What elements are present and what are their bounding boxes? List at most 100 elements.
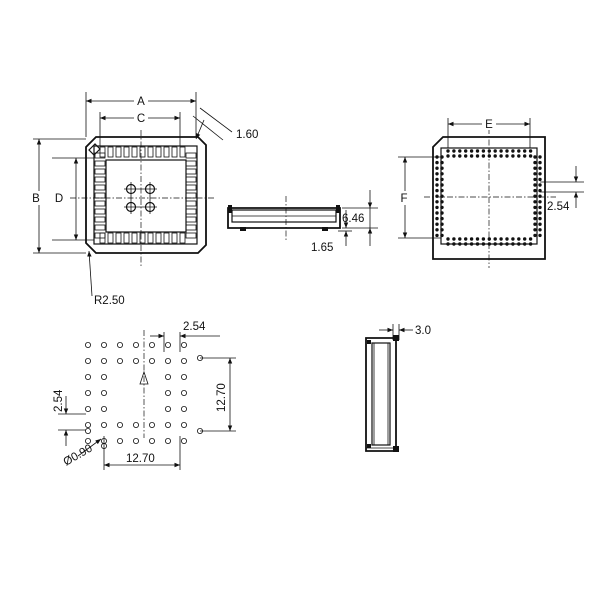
pin-slot-right (185, 184, 197, 191)
pcb-hole (85, 389, 92, 396)
pin-dot (493, 154, 497, 158)
pcb-hole (101, 421, 108, 428)
pin-slot-bottom (123, 232, 130, 244)
pin-dot (458, 154, 462, 158)
center-holes (124, 182, 157, 214)
pin-slot-bottom (163, 232, 170, 244)
pcb-hole (132, 437, 139, 444)
pin-dot (533, 205, 537, 210)
pin-dot (452, 237, 456, 241)
pcb-hole (148, 421, 155, 428)
pin-dot (517, 237, 521, 241)
pin-dot (481, 237, 486, 241)
pin-dot (533, 211, 537, 215)
pin-slot-left (94, 232, 106, 239)
pin-dot (538, 228, 542, 232)
pcb-hole (164, 373, 171, 380)
pin-dot (533, 200, 537, 204)
pin-dot (440, 222, 444, 226)
pin-dot (452, 154, 456, 158)
pin-dot (523, 149, 527, 153)
top-view-pin-slots (94, 146, 197, 244)
pin-slot-left (94, 216, 106, 223)
pin-dot (493, 237, 497, 241)
pin-slot-left (94, 224, 106, 231)
pin-dot (493, 242, 497, 246)
pin-slot-right (185, 176, 197, 183)
pin-dot (481, 149, 486, 153)
radius-label: R2.50 (94, 295, 125, 307)
pcb-hole (180, 437, 187, 444)
pin-dot (458, 237, 462, 241)
dim-f-label: F (400, 193, 407, 205)
bottom-view: E F 2.54 (397, 116, 584, 268)
pin-slot-top (179, 146, 186, 158)
pin-dot (538, 155, 542, 159)
pcb-hole (132, 357, 139, 364)
pin-dot (528, 149, 533, 153)
pcb-hole (117, 357, 124, 364)
span-horizontal-label: 12.70 (126, 453, 155, 465)
pcb-hole (180, 405, 187, 412)
pcb-hole (132, 341, 139, 348)
pin-dot (533, 177, 537, 182)
pin-slot-left (94, 152, 106, 159)
pin-slot-bottom (155, 232, 162, 244)
pin-dot (511, 149, 515, 153)
pin-dot (435, 172, 439, 176)
pin-slot-left (94, 192, 106, 199)
standoff-label: 1.65 (311, 242, 333, 254)
pin-dot (464, 154, 468, 158)
pin-slot-right (185, 216, 197, 223)
dim-c-label: C (137, 113, 145, 125)
pin-slot-bottom (131, 232, 138, 244)
pin-dot (533, 166, 537, 170)
pin-slot-bottom (115, 232, 122, 244)
pitch-right-label: 2.54 (547, 201, 570, 213)
pcb-hole (164, 357, 171, 364)
pin-dot (440, 194, 444, 198)
pcb-hole (117, 421, 124, 428)
pcb-hole (85, 357, 92, 364)
height-label: 6.46 (342, 213, 364, 225)
pin-dot (435, 200, 439, 204)
pin-dot (533, 228, 537, 232)
pcb-hole (164, 389, 171, 396)
pin-dot (487, 237, 491, 241)
pin-dot (533, 233, 537, 238)
pin-dot (435, 160, 439, 165)
bottom-view-pin-rows (435, 149, 542, 246)
pin-slot-bottom (179, 232, 186, 244)
pin-slot-top (139, 146, 146, 158)
side-view: 6.46 1.65 (227, 190, 378, 254)
pin-dot (440, 160, 444, 165)
pin-slot-top (107, 146, 114, 158)
pcb-hole (85, 373, 92, 380)
pin-dot (435, 216, 439, 221)
pin-dot (452, 242, 456, 246)
edge-section-view: 3.0 (365, 324, 431, 452)
pin-dot (435, 222, 439, 226)
pin-dot (533, 216, 537, 221)
pin-slot-top (163, 146, 170, 158)
pin-dot (446, 154, 450, 158)
dim-b-label: B (32, 193, 40, 205)
pin-dot (505, 149, 509, 153)
wall-thickness-label: 3.0 (415, 325, 431, 337)
pin-dot (538, 183, 542, 187)
pin-dot (435, 205, 439, 210)
pin-dot (440, 172, 444, 176)
pcb-hole (101, 405, 108, 412)
pin-dot (446, 237, 450, 241)
pin-dot (440, 155, 444, 159)
pin-dot (440, 233, 444, 238)
pin-dot (435, 228, 439, 232)
pin-dot (538, 188, 542, 193)
pin-slot-bottom (147, 232, 154, 244)
pin-dot (533, 188, 537, 193)
pin-slot-right (185, 192, 197, 199)
pin-dot (538, 160, 542, 165)
pitch-left-label: 2.54 (53, 389, 65, 412)
pcb-hole (180, 421, 187, 428)
pin-dot (538, 216, 542, 221)
